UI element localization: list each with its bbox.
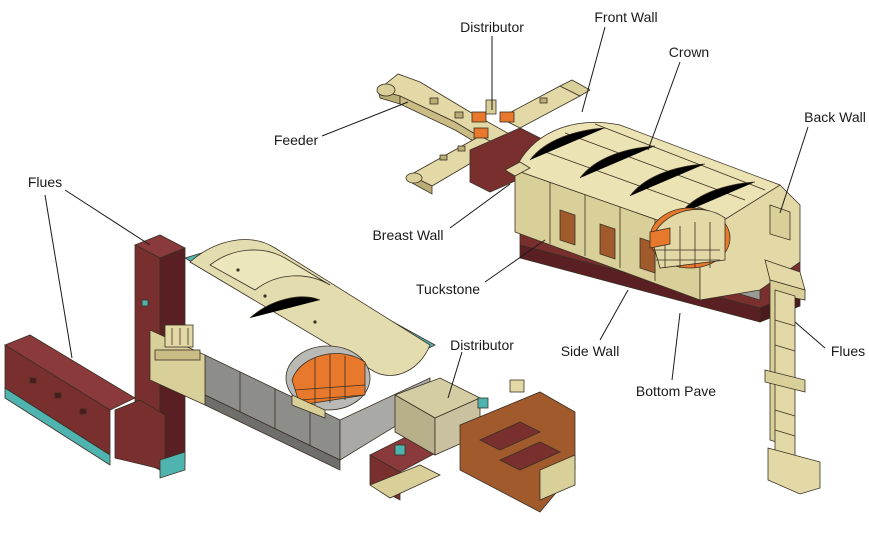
leader-lines (44, 26, 826, 399)
label-crown: Crown (669, 44, 709, 60)
label-distributor-bottom: Distributor (450, 337, 514, 353)
upper-distributor-hub (471, 99, 515, 139)
lower-cutaway-end (285, 345, 371, 419)
label-flues-left: Flues (28, 174, 62, 190)
label-breast-wall: Breast Wall (372, 227, 443, 243)
lower-end-wall (149, 324, 206, 406)
label-flues-right: Flues (831, 343, 865, 359)
label-side-wall: Side Wall (561, 343, 620, 359)
lower-left-flues (4, 334, 136, 466)
upper-furnace-model (376, 73, 821, 495)
label-distributor-top: Distributor (460, 19, 524, 35)
lower-furnace-model (4, 234, 576, 513)
lower-regenerator-tower (114, 234, 186, 479)
lower-distributor (369, 377, 576, 513)
label-tuckstone: Tuckstone (416, 281, 480, 297)
label-feeder: Feeder (274, 132, 319, 148)
lower-crown (184, 239, 436, 376)
label-back-wall: Back Wall (804, 109, 866, 125)
label-bottom-pave: Bottom Pave (636, 383, 716, 399)
label-front-wall: Front Wall (594, 9, 657, 25)
upper-right-flues (764, 259, 821, 495)
labels: Distributor Front Wall Crown Back Wall F… (28, 9, 866, 399)
upper-distributor-arm-right (499, 79, 591, 129)
upper-breast-wall (504, 161, 531, 177)
